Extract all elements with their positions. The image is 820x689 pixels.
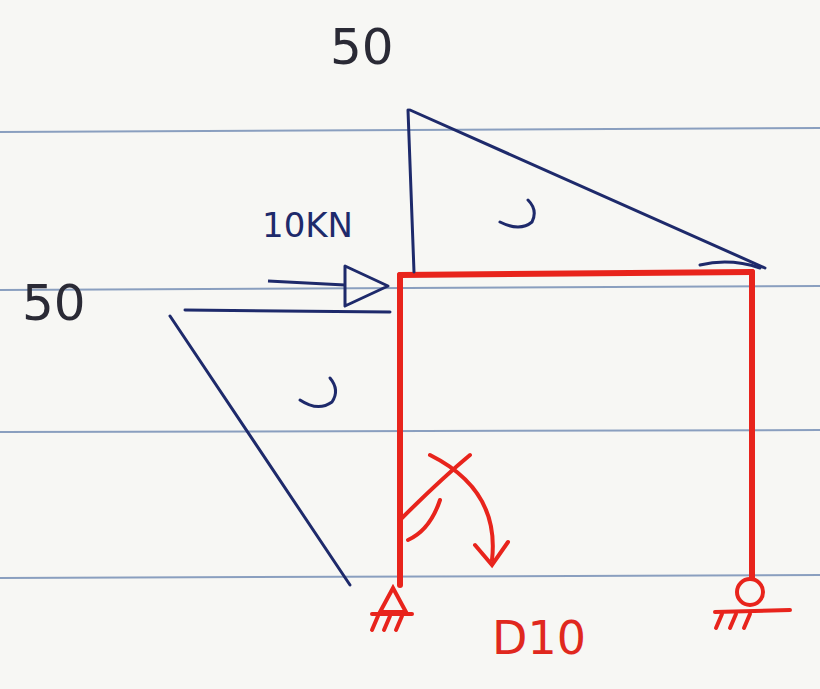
dof-label: D10: [492, 615, 586, 661]
rotation-arrow: [400, 455, 508, 565]
moment-value: 50: [22, 278, 86, 328]
moment-diagram: [170, 110, 765, 585]
load-label: 10KN: [262, 208, 353, 242]
load-arrow: [268, 266, 388, 306]
frame-members: [400, 272, 752, 585]
moment-value: 50: [330, 22, 394, 72]
